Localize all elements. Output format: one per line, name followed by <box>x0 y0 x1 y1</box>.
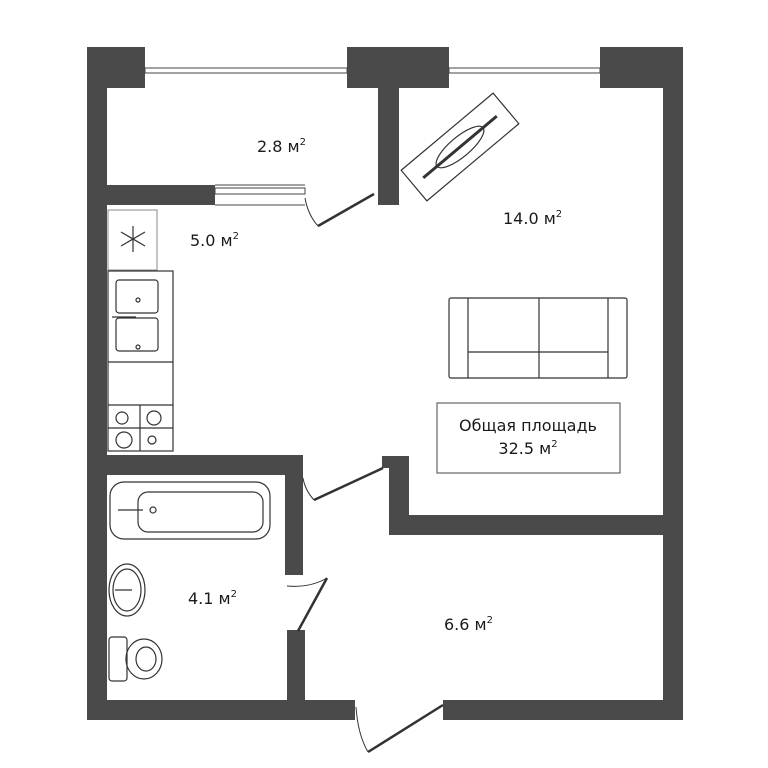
room-area-hallway: 6.6 м2 <box>444 615 493 634</box>
windows <box>144 47 601 206</box>
bathtub-icon <box>109 481 271 540</box>
room-area-living: 14.0 м2 <box>503 209 562 228</box>
sofa-icon <box>448 297 628 379</box>
wall-hall-horizontal <box>389 515 663 535</box>
total-area-box <box>436 402 621 474</box>
doors <box>286 192 444 754</box>
window-living <box>448 67 601 74</box>
wall-bath-upper <box>285 475 303 575</box>
toilet-icon <box>108 636 163 682</box>
window-balcony <box>144 67 348 74</box>
door-bathroom[interactable] <box>296 577 329 632</box>
total-area-label: Общая площадь <box>459 416 597 435</box>
ironing-board-icon <box>400 92 520 202</box>
wall-bottom-left <box>87 700 355 720</box>
wall-balcony-kitchen <box>107 185 215 205</box>
stove-icon <box>108 405 173 451</box>
door-kitchen[interactable] <box>313 466 384 502</box>
total-area-value: 32.5 м2 <box>498 439 557 458</box>
wall-bottom-right <box>443 700 683 720</box>
washbasin-icon <box>108 563 146 617</box>
wall-left <box>87 47 107 720</box>
sink-icon <box>112 279 159 352</box>
room-area-kitchen: 5.0 м2 <box>190 231 239 250</box>
room-area-balcony: 2.8 м2 <box>257 137 306 156</box>
wall-right <box>663 47 683 720</box>
walls <box>87 47 683 720</box>
door-entrance[interactable] <box>367 703 444 754</box>
door-balcony[interactable] <box>317 192 375 228</box>
wall-bath-lower <box>287 630 305 700</box>
fridge <box>107 209 158 271</box>
room-area-bathroom: 4.1 м2 <box>188 589 237 608</box>
window-kitchen-balcony <box>214 187 306 195</box>
kitchen-counter <box>107 270 174 452</box>
snowflake-icon <box>120 226 146 252</box>
wall-balcony-living <box>378 88 399 205</box>
wall-kitchen-bath <box>107 455 303 475</box>
